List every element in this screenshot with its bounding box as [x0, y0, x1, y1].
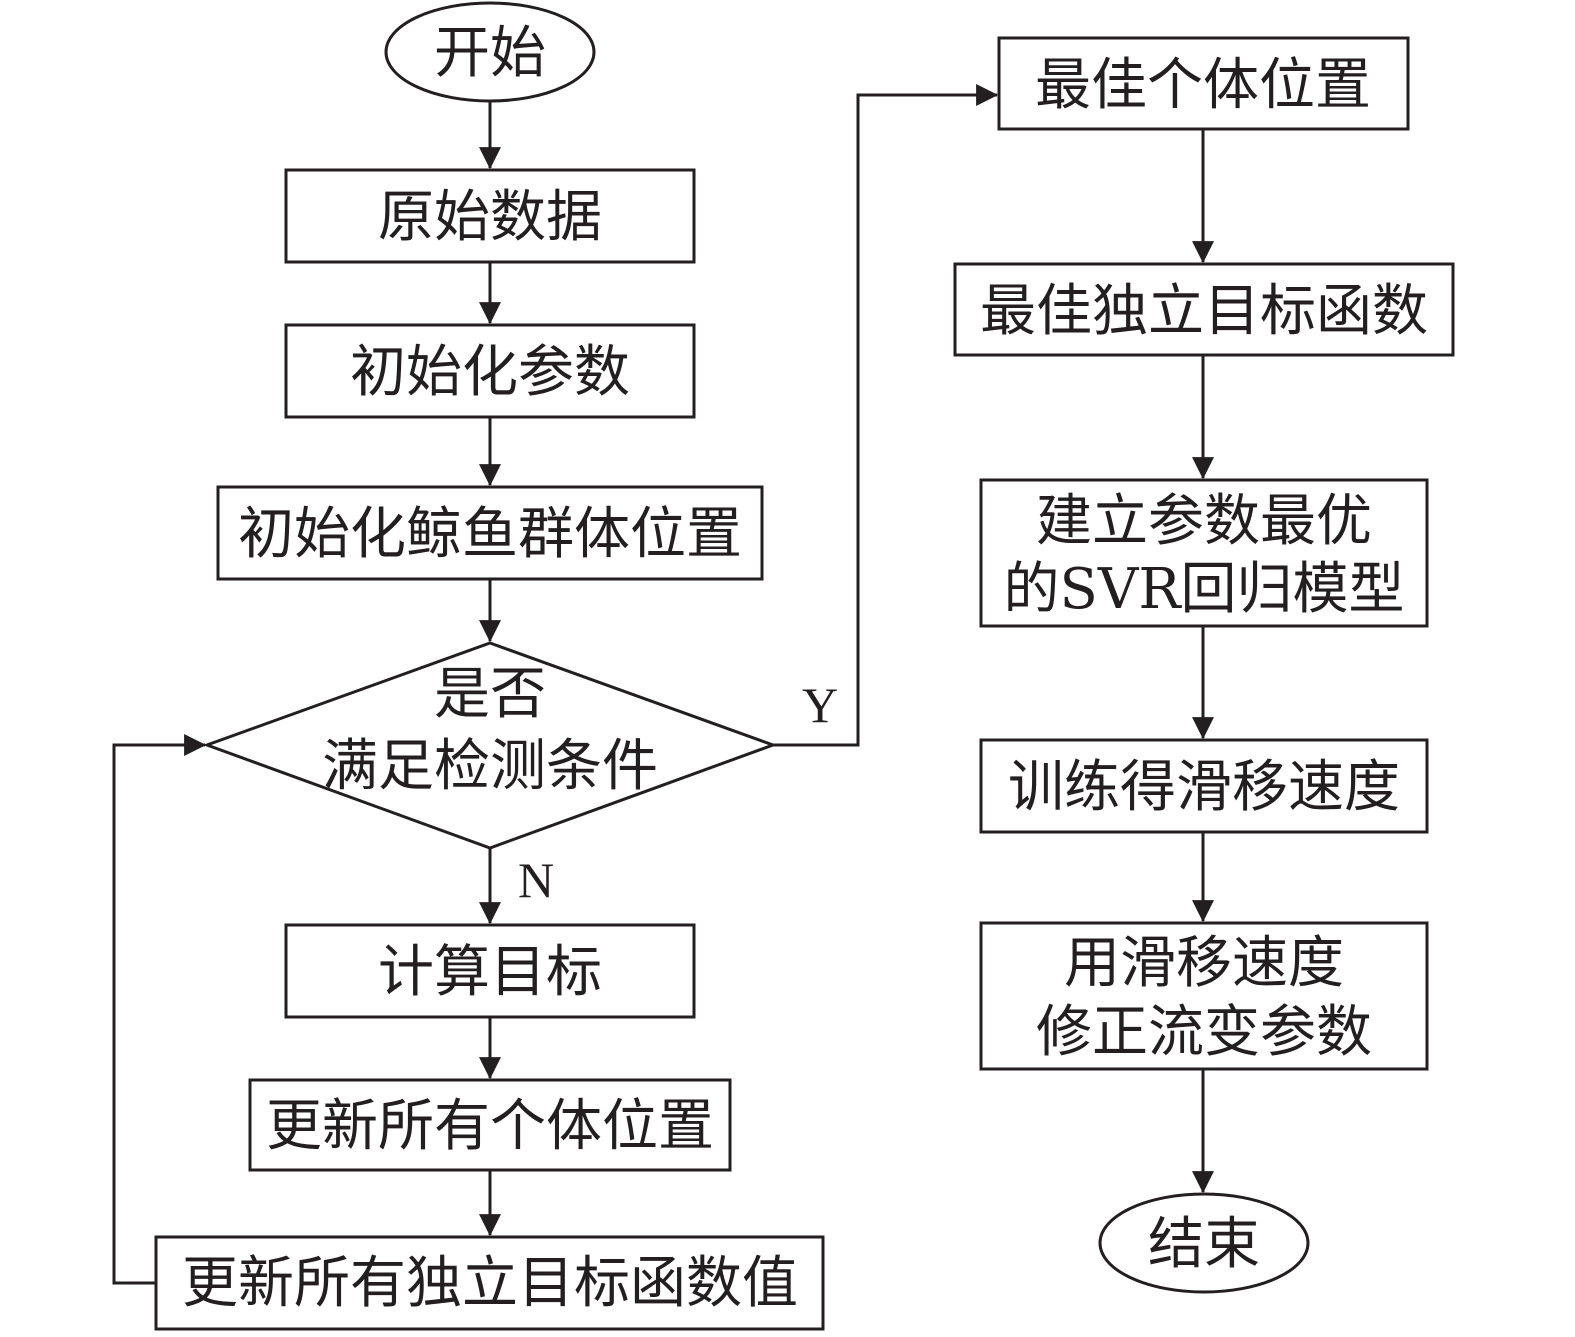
best-position-label: 最佳个体位置	[1035, 53, 1371, 118]
init-params-label: 初始化参数	[350, 340, 630, 405]
correct-params-label-line2: 修正流变参数	[1036, 1000, 1372, 1065]
build-svr-label-line1: 建立参数最优	[1036, 489, 1372, 554]
best-objective-box: 最佳独立目标函数	[953, 262, 1455, 357]
no-branch-label: N	[518, 852, 554, 908]
start-terminator: 开始	[384, 1, 596, 103]
update-objective-values-box: 更新所有独立目标函数值	[154, 1235, 825, 1331]
train-slip-speed-box: 训练得滑移速度	[979, 738, 1429, 834]
correct-params-box: 用滑移速度 修正流变参数	[979, 921, 1429, 1071]
init-params-box: 初始化参数	[284, 323, 696, 419]
compute-target-box: 计算目标	[284, 923, 696, 1019]
loop-back-arrow	[112, 734, 207, 1285]
train-slip-speed-label: 训练得滑移速度	[1008, 755, 1400, 820]
correct-params-label-line1: 用滑移速度	[1064, 931, 1344, 996]
end-terminator: 结束	[1098, 1192, 1310, 1294]
best-objective-label: 最佳独立目标函数	[980, 279, 1428, 344]
update-positions-label: 更新所有个体位置	[266, 1094, 714, 1159]
update-positions-box: 更新所有个体位置	[248, 1078, 732, 1172]
arrow-decision-yes-to-best-position	[773, 84, 999, 747]
init-whale-positions-box: 初始化鲸鱼群体位置	[216, 485, 764, 581]
decision-diamond: 是否 满足检测条件	[202, 641, 778, 850]
end-label: 结束	[1148, 1212, 1260, 1277]
yes-branch-label: Y	[802, 677, 838, 733]
best-position-box: 最佳个体位置	[997, 36, 1410, 131]
decision-label-line1: 是否	[434, 662, 546, 727]
start-label: 开始	[434, 21, 546, 86]
init-whale-positions-label: 初始化鲸鱼群体位置	[238, 502, 742, 567]
decision-label-line2: 满足检测条件	[322, 734, 658, 799]
build-svr-label-line2: 的SVR回归模型	[1004, 557, 1405, 622]
raw-data-label: 原始数据	[378, 185, 602, 250]
update-objective-values-label: 更新所有独立目标函数值	[182, 1251, 798, 1316]
raw-data-box: 原始数据	[284, 168, 696, 264]
build-svr-box: 建立参数最优 的SVR回归模型	[979, 478, 1429, 628]
compute-target-label: 计算目标	[378, 940, 602, 1005]
